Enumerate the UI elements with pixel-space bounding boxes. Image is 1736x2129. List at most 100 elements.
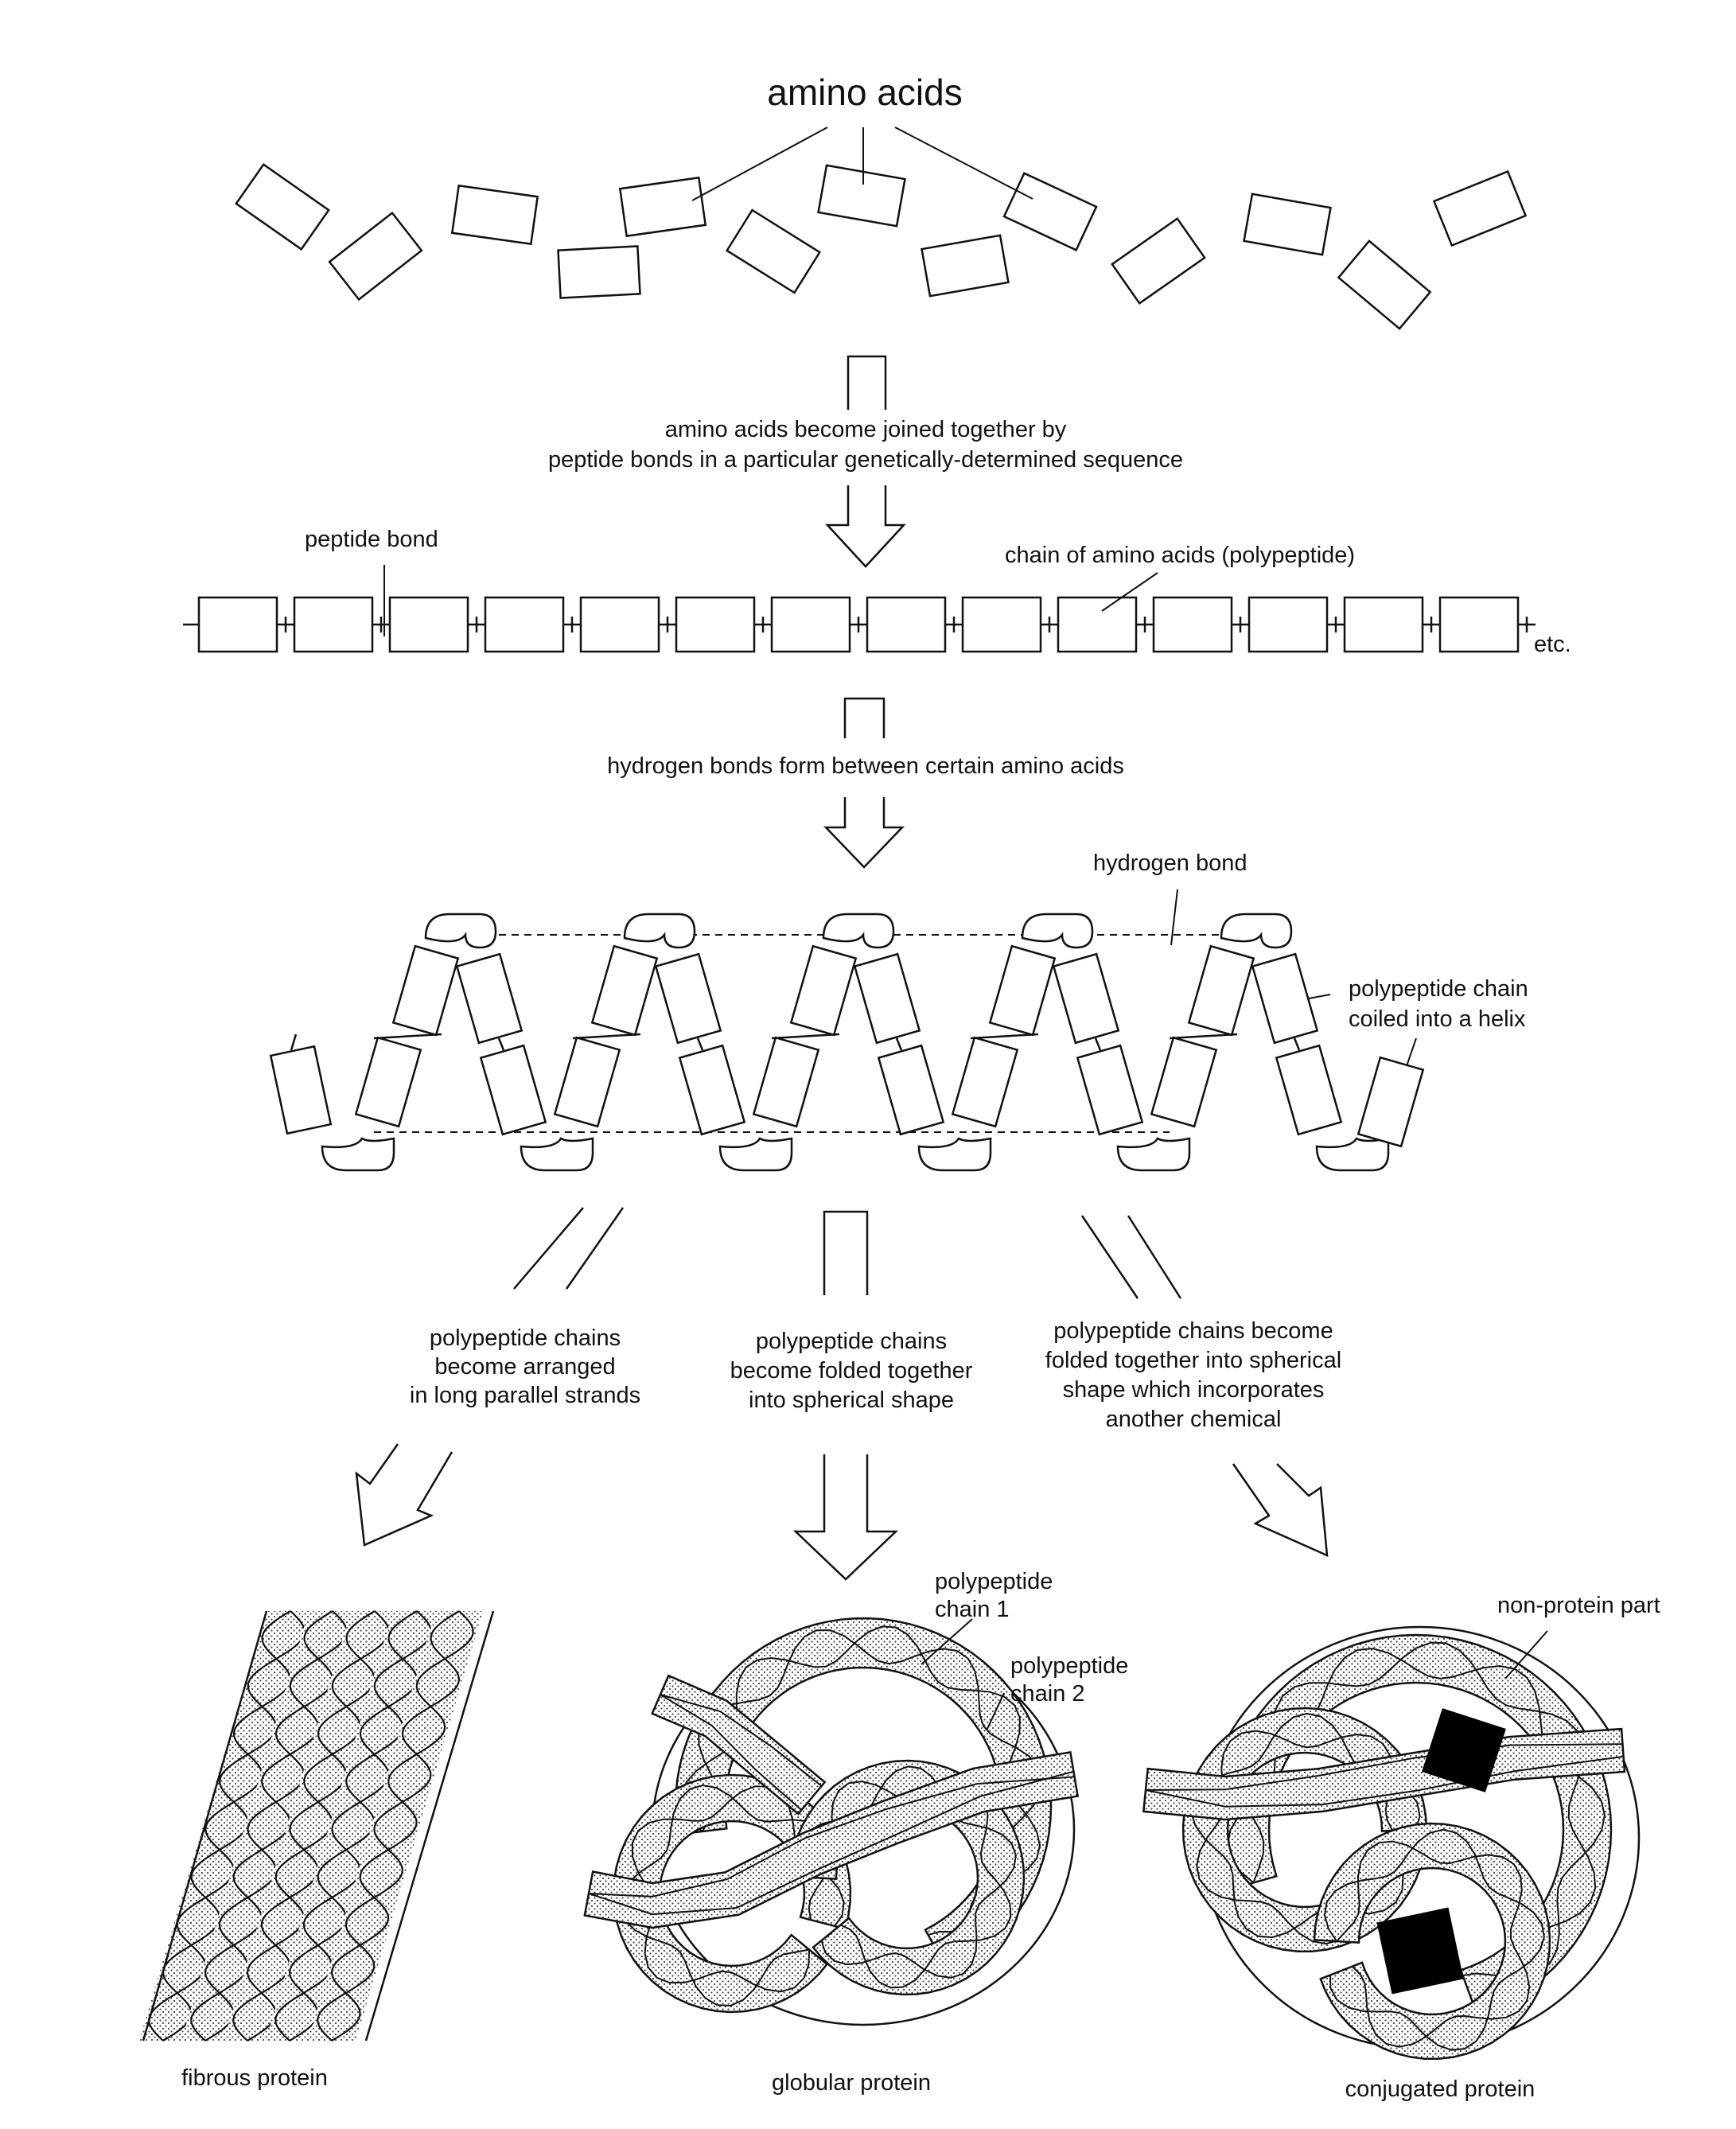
conjugated-desc-1: polypeptide chains become [1053,1318,1333,1344]
helix-amino-acid [853,952,921,1045]
fibrous-protein-label: fibrous protein [181,2065,328,2091]
conjugated-protein-label: conjugated protein [1345,2076,1536,2102]
chain-amino-acid [961,596,1042,653]
helix-turn-bottom [1116,1137,1191,1172]
step1-line2: peptide bonds in a particular geneticall… [547,447,1183,473]
branch-arrow-middle [792,1210,899,1581]
helix-bond [572,1033,641,1040]
chain2-label-1: polypeptide [1010,1653,1129,1679]
helix-bond [970,1033,1039,1040]
helix-bond [1293,1037,1301,1051]
helix-turn-top [1021,913,1094,949]
helix-turn-top [424,913,497,949]
chain-pointer [1101,572,1158,612]
helix-amino-acid [1076,1044,1144,1136]
globular-desc-1: polypeptide chains [755,1329,948,1354]
fibrous-strand-helix [330,1610,474,2041]
helix-turn-bottom [718,1137,793,1172]
helix-amino-acid [988,944,1057,1037]
non-protein-block-1 [1422,1708,1506,1792]
chain-amino-acid [1343,596,1424,653]
helix-amino-acid [354,1036,422,1128]
helix-amino-acid [1187,944,1255,1037]
branch-arrow-left [355,1207,625,1547]
helix-amino-acid [1150,1036,1218,1128]
fibrous-protein-drawing [139,1610,495,2041]
fibrous-strand [224,1611,399,2041]
hydrogen-bond-pointer [1170,889,1178,946]
helix-amino-acid [1052,952,1120,1045]
fibrous-strand [266,1611,441,2041]
chain-amino-acid [866,596,947,653]
chain-amino-acid [770,596,851,653]
fibrous-desc-2: become arranged [434,1354,616,1380]
helix-amino-acid [1251,952,1319,1045]
helix-label-line1: polypeptide chain [1349,976,1528,1002]
fibrous-strand [308,1611,483,2041]
helix-amino-acid [590,944,659,1037]
peptide-bond-label: peptide bond [305,527,438,552]
helix-pointer [1308,994,1331,999]
chain-amino-acid [197,596,278,653]
globular-desc-3: into spherical shape [749,1388,954,1413]
globular-protein-drawing [583,1617,1080,2026]
globular-pointers [921,1618,1005,1731]
helix-amino-acid [951,1036,1019,1128]
chain-amino-acid [675,596,756,653]
helix-turn-bottom [917,1137,992,1172]
helix-turn-top [623,913,696,949]
fibrous-edge [142,1610,495,2041]
globular-chain-loop-strand [660,1694,803,1811]
chain-amino-acid [1057,596,1138,653]
conjugated-chain-cross-strand [1145,1743,1623,1791]
helix-bond [696,1037,704,1051]
polypeptide-chain [183,596,1536,653]
chain1-label-2: chain 1 [935,1597,1010,1622]
non-protein-label: non-protein part [1497,1593,1660,1618]
globular-chain-cross-strand [588,1770,1074,1916]
helix-turn-bottom [1315,1137,1390,1172]
globular-protein-label: globular protein [772,2070,931,2096]
amino-acids-title: amino acids [767,72,963,113]
helix-amino-acid [752,1036,820,1128]
fibrous-strand [139,1611,314,2041]
conjugated-desc-4: another chemical [1105,1407,1282,1432]
helix-bond [290,1033,298,1051]
globular-chain-2b-strand [812,1781,1012,1989]
fibrous-desc-3: in long parallel strands [409,1383,641,1408]
helix-amino-acid [789,944,858,1037]
chain-amino-acid [293,596,374,653]
arrow-2 [823,697,905,869]
helix-turn-bottom [520,1137,594,1172]
helix-bond [895,1037,903,1051]
helix-amino-acid [877,1044,945,1136]
branch-arrow-right [1080,1215,1329,1558]
helix-amino-acid [269,1045,333,1135]
helix-amino-acid [654,952,722,1045]
chain-amino-acid [1438,596,1520,653]
conjugated-chain-c-strand [1323,1828,1545,2051]
arrow-1 [825,355,906,568]
conjugated-protein-drawing [1142,1625,1641,2061]
helix-label-line2: coiled into a helix [1349,1006,1526,1032]
helix-amino-acid [1275,1044,1343,1136]
helix-amino-acid [455,952,524,1045]
chain-amino-acid [388,596,469,653]
conjugated-chain-cross-strand [1145,1755,1624,1808]
helix-bond [1169,1033,1238,1040]
non-protein-block-2 [1376,1907,1464,1995]
amino-acids-pointer-lines [691,126,1033,201]
helix-amino-acid [1356,1056,1425,1148]
polypeptide-helix [269,913,1425,1172]
non-protein-pointer [1504,1630,1548,1679]
step2-label: hydrogen bonds form between certain amin… [607,753,1124,779]
chain-amino-acid [1152,596,1233,653]
helix-turn-bottom [321,1137,395,1172]
fibrous-strand-helix [317,1610,461,2041]
conjugated-desc-3: shape which incorporates [1062,1377,1325,1403]
conjugated-chain-c-strand [1336,1840,1531,2048]
helix-turn-top [1220,913,1293,949]
helix-bond [1094,1037,1102,1051]
helix-bond [497,1037,505,1051]
chain-amino-acid [484,596,565,653]
